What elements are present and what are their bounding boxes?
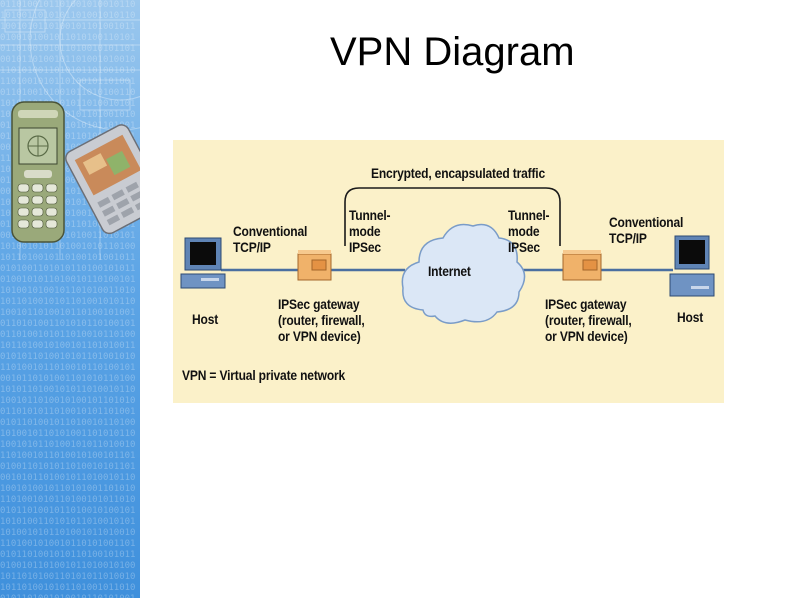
vpn-diagram-graphics: [180, 187, 715, 324]
left-host-computer-icon: [180, 237, 226, 289]
encrypted-traffic-label: Encrypted, encapsulated traffic: [371, 165, 545, 181]
right-ipsec-gateway-icon: [562, 250, 602, 281]
encrypted-traffic-arc: [344, 187, 561, 246]
binary-pattern: 0110100101101001010010110101001101010110…: [0, 0, 136, 598]
left-ipsec-gateway-icon: [297, 250, 332, 281]
mobile-phones-image: [11, 101, 140, 243]
left-decorative-panel: 0110100101101001010010110101001101010110…: [0, 0, 140, 598]
vpn-legend-label: VPN = Virtual private network: [182, 367, 346, 383]
tunnel-mode-ipsec-right-label: Tunnel- mode IPSec: [508, 207, 550, 255]
tunnel-mode-ipsec-left-label: Tunnel- mode IPSec: [349, 207, 391, 255]
host-left-label: Host: [192, 311, 219, 327]
ipsec-gateway-left-label: IPSec gateway (router, firewall, or VPN …: [278, 296, 365, 344]
ipsec-gateway-right-label: IPSec gateway (router, firewall, or VPN …: [545, 296, 632, 344]
conventional-tcpip-right-label: Conventional TCP/IP: [609, 214, 684, 246]
host-right-label: Host: [677, 309, 704, 325]
vpn-diagram: Encrypted, encapsulated traffic Conventi…: [173, 140, 724, 403]
internet-label: Internet: [428, 263, 471, 279]
slide-title: VPN Diagram: [330, 30, 575, 74]
right-host-computer-icon: [669, 235, 715, 297]
conventional-tcpip-left-label: Conventional TCP/IP: [233, 223, 308, 255]
internet-cloud-icon: [401, 223, 526, 324]
